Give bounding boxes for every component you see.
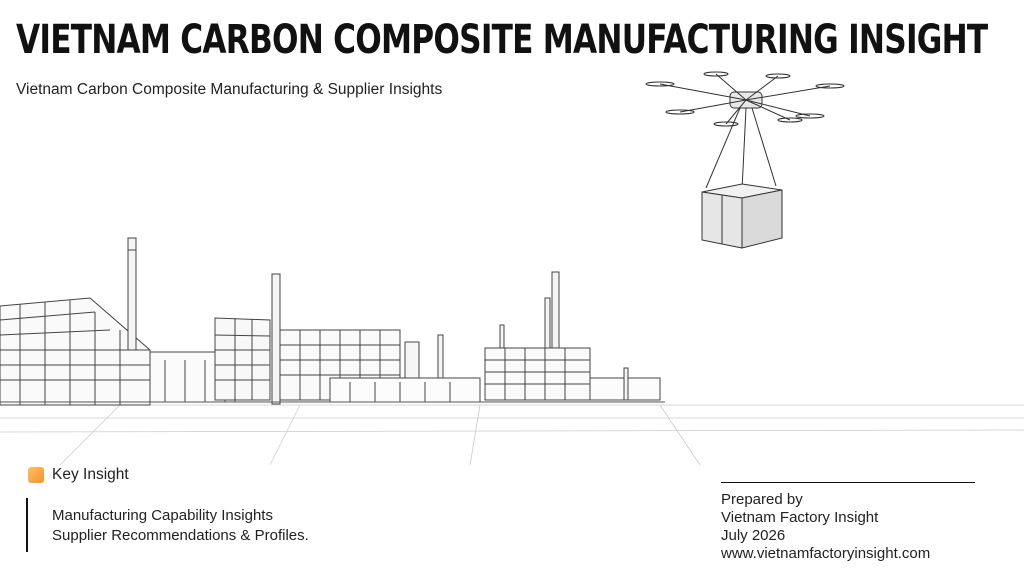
ground-lines: [0, 404, 1024, 466]
key-insight-swatch: [28, 467, 44, 483]
prepared-by-organization: Vietnam Factory Insight: [721, 509, 879, 526]
prepared-by-block: Prepared by Vietnam Factory Insight July…: [721, 482, 975, 563]
key-insight-list: Manufacturing Capability Insights Suppli…: [26, 498, 309, 552]
prepared-website-link[interactable]: www.vietnamfactoryinsight.com: [721, 545, 931, 562]
insight-line: Manufacturing Capability Insights: [52, 506, 273, 524]
page-subtitle: Vietnam Carbon Composite Manufacturing &…: [16, 81, 443, 98]
page-title: Vietnam Carbon Composite Manufacturing I…: [16, 17, 988, 63]
delivery-drone: [645, 71, 845, 191]
prepared-by-label: Prepared by: [721, 491, 803, 508]
factory-drone-illustration: [0, 71, 1024, 466]
insight-line: Supplier Recommendations & Profiles.: [52, 526, 309, 544]
cargo-box: [701, 183, 783, 249]
key-insight-heading: Key Insight: [28, 466, 129, 484]
prepared-date: July 2026: [721, 527, 786, 544]
factory-complex: [0, 237, 665, 406]
key-insight-label: Key Insight: [52, 466, 129, 483]
